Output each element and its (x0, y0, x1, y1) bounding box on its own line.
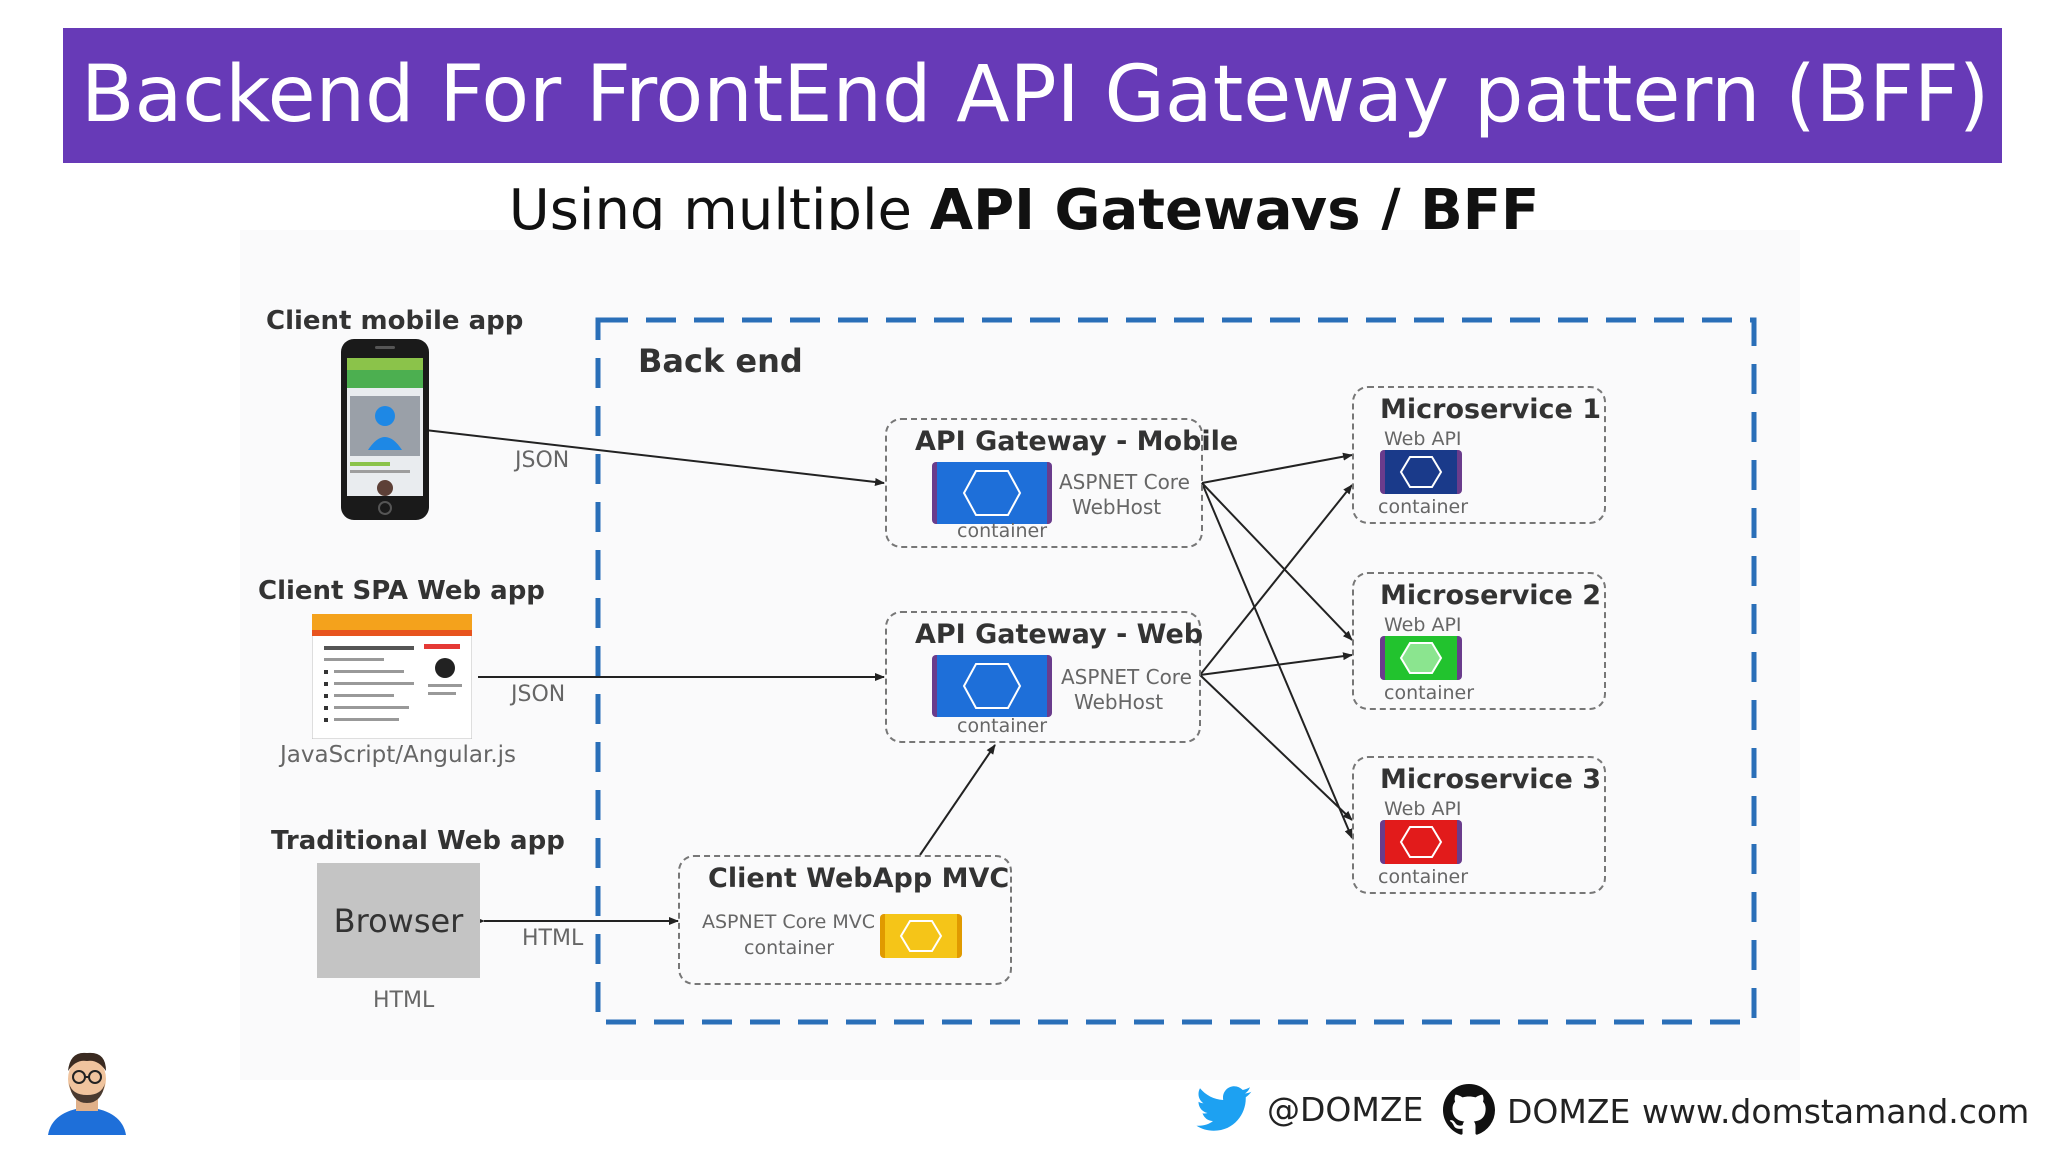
github-icon[interactable] (1443, 1084, 1495, 1136)
mvc-line1: ASPNET Core MVC (702, 911, 876, 933)
website-link[interactable]: www.domstamand.com (1642, 1092, 2030, 1131)
hexagon-icon (962, 470, 1022, 516)
traditional-web-label: Traditional Web app (271, 826, 565, 856)
microservice-1-box: Microservice 1 Web API container (1352, 386, 1606, 524)
spa-tech-label: JavaScript/Angular.js (280, 742, 517, 768)
backend-boundary (595, 317, 1757, 1025)
microservice-3-container-label: container (1378, 866, 1469, 888)
gateway-mobile-box: API Gateway - Mobile ASPNET Core WebHost… (885, 418, 1238, 548)
gateway-web-box: API Gateway - Web ASPNET Core WebHost co… (885, 611, 1204, 743)
microservice-2-box: Microservice 2 Web API container (1352, 572, 1606, 710)
arrow-gm-ms3 (1201, 482, 1353, 839)
github-handle[interactable]: DOMZE (1507, 1092, 1631, 1131)
avatar-icon (48, 1052, 126, 1135)
twitter-icon[interactable] (1194, 1086, 1254, 1136)
gateway-mobile-host2: WebHost (1072, 495, 1162, 519)
title-bar: Backend For FrontEnd API Gateway pattern… (63, 28, 2002, 163)
microservice-1-title: Microservice 1 (1380, 394, 1602, 425)
hexagon-icon (962, 663, 1022, 709)
gateway-mobile-host1: ASPNET Core (1059, 470, 1190, 494)
microservice-3-container (1380, 820, 1462, 864)
microservice-1-api: Web API (1384, 428, 1462, 450)
arrow-gm-ms1 (1201, 452, 1353, 484)
microservice-2-title: Microservice 2 (1380, 580, 1602, 611)
client-mobile-label: Client mobile app (266, 306, 524, 336)
microservice-3-title: Microservice 3 (1380, 764, 1602, 795)
hexagon-icon (1399, 456, 1443, 488)
twitter-handle[interactable]: @DOMZE (1267, 1090, 1424, 1129)
backend-label: Back end (638, 342, 803, 380)
mvc-line2: container (744, 937, 835, 959)
browser-box: Browser (317, 863, 480, 978)
mobile-protocol-label: JSON (515, 448, 570, 473)
hexagon-icon (1399, 826, 1443, 858)
arrow-mobile-to-gateway (424, 429, 885, 486)
hexagon-icon (899, 920, 943, 952)
arrow-gw-ms3 (1199, 674, 1353, 821)
microservice-3-box: Microservice 3 Web API container (1352, 756, 1606, 894)
microservice-3-api: Web API (1384, 798, 1462, 820)
arrow-mvc-to-gateway (919, 744, 996, 856)
arrow-gm-ms2 (1201, 482, 1353, 641)
microservice-1-container-label: container (1378, 496, 1469, 518)
gateway-mobile-title: API Gateway - Mobile (915, 426, 1239, 457)
arrow-gw-ms2 (1199, 652, 1353, 676)
client-spa-label: Client SPA Web app (258, 576, 545, 606)
gateway-web-container (932, 655, 1052, 717)
gateway-web-host1: ASPNET Core (1061, 665, 1192, 689)
gateway-web-title: API Gateway - Web (915, 619, 1204, 650)
arrow-gw-ms1 (1199, 484, 1353, 676)
microservice-1-container (1380, 450, 1462, 494)
gateway-mobile-container (932, 462, 1052, 524)
html-protocol-label: HTML (522, 926, 584, 951)
spa-protocol-label: JSON (511, 682, 566, 707)
microservice-2-container-label: container (1384, 682, 1475, 704)
mvc-box: Client WebApp MVC ASPNET Core MVC contai… (678, 855, 1012, 985)
gateway-web-host2: WebHost (1074, 690, 1164, 714)
microservice-2-api: Web API (1384, 614, 1462, 636)
gateway-web-container-label: container (957, 715, 1048, 737)
microservice-2-container (1380, 636, 1462, 680)
browser-under-label: HTML (373, 988, 435, 1013)
hexagon-icon (1399, 642, 1443, 674)
mvc-title: Client WebApp MVC (708, 863, 1010, 894)
phone-icon (341, 339, 429, 520)
spa-screenshot (312, 614, 472, 739)
gateway-mobile-container-label: container (957, 520, 1048, 542)
mvc-container (880, 914, 962, 958)
browser-label: Browser (333, 901, 464, 940)
slide-title: Backend For FrontEnd API Gateway pattern… (81, 50, 1990, 140)
